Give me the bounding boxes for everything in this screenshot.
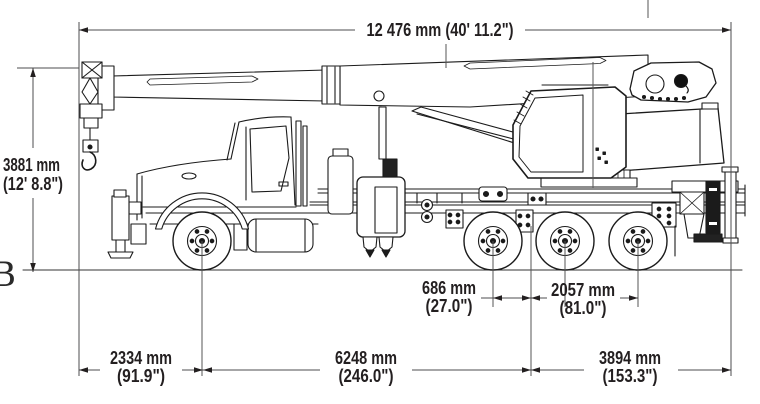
dim-axle-to-centerline: 686 mm (27.0")	[422, 278, 531, 316]
door-handle	[278, 181, 289, 187]
dim-overall-length-label: 12 476 mm (40' 11.2")	[367, 20, 514, 40]
hook	[81, 151, 97, 171]
dim-wheelbase: 6248 mm (246.0")	[203, 348, 531, 386]
crane-cab	[512, 84, 627, 179]
dim-centerline-to-rear-axle: 2057 mm (81.0")	[531, 280, 638, 318]
dim-front-overhang: 2334 mm (91.9")	[79, 348, 203, 386]
counterweight	[619, 102, 725, 172]
rear-outrigger	[671, 166, 739, 257]
dimensions: 12 476 mm (40' 11.2") 3881 mm (12' 8.8")…	[3, 20, 732, 386]
boom-pivot-plate	[629, 61, 717, 103]
dim-wheelbase-in: (246.0")	[339, 366, 394, 386]
dim-overall-length: 12 476 mm (40' 11.2")	[79, 20, 731, 40]
front-fender	[154, 192, 250, 230]
crane-truck-drawing	[22, 54, 746, 271]
mid-stabilizer	[356, 106, 406, 258]
dim-overall-height-in: (12' 8.8")	[3, 174, 63, 194]
dim-overall-height-mm: 3881 mm	[3, 155, 60, 175]
dim-rear-section-in: (153.3")	[603, 366, 658, 386]
edge-page-letter: B	[0, 255, 16, 295]
dim-cl-rear-axle-in: (81.0")	[560, 298, 607, 318]
dim-cl-rear-axle-mm: 2057 mm	[551, 280, 615, 300]
centerlines	[201, 0, 649, 376]
truck-cab	[136, 116, 308, 221]
dim-overall-height: 3881 mm (12' 8.8")	[3, 68, 63, 272]
exhaust-stack	[295, 120, 302, 207]
hydraulic-tank	[327, 148, 354, 215]
dim-wheelbase-mm: 6248 mm	[335, 348, 397, 368]
fuel-tank	[233, 218, 314, 253]
dim-front-overhang-mm: 2334 mm	[110, 348, 172, 368]
boom-head	[79, 61, 115, 171]
dim-rear-section-mm: 3894 mm	[599, 348, 661, 368]
dim-rear-section: 3894 mm (153.3")	[531, 348, 731, 386]
dim-front-overhang-in: (91.9")	[117, 366, 165, 386]
dim-axle-cl-mm: 686 mm	[422, 278, 476, 298]
dim-axle-cl-in: (27.0")	[426, 296, 473, 316]
extension-lines	[17, 22, 732, 376]
cab-door-window	[249, 125, 290, 193]
front-outrigger	[107, 189, 147, 259]
